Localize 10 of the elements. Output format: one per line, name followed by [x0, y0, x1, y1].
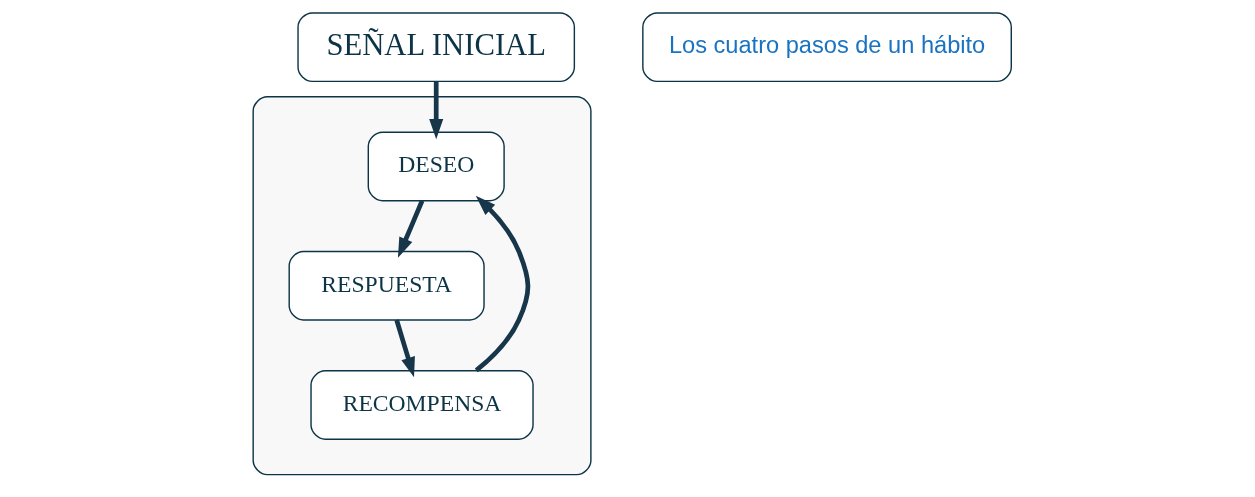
node-box: RECOMPENSA: [310, 370, 534, 440]
arrow: [394, 319, 415, 378]
arrow: [474, 195, 531, 373]
node-box: DESEO: [367, 131, 505, 202]
node-box: RESPUESTA: [288, 250, 485, 321]
node-box: Los cuatro pasos de un hábito: [642, 12, 1012, 83]
node-box: SEÑAL INICIAL: [297, 12, 576, 83]
cluster: [252, 96, 592, 476]
arrow: [397, 199, 425, 258]
arrow: [429, 81, 444, 140]
